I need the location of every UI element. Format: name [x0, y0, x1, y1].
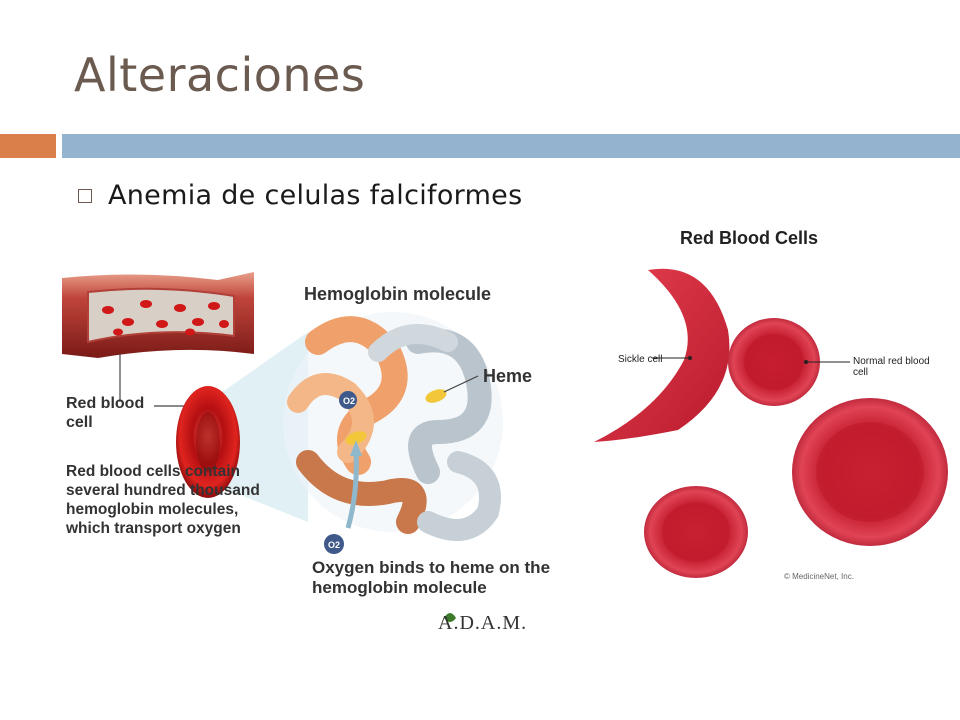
red-blood-cell-label: Red blood cell [66, 395, 145, 431]
accent-bar-orange [0, 134, 56, 158]
oxygen-molecule-icon [324, 534, 344, 554]
slide-title: Alteraciones [74, 48, 366, 102]
hemoglobin-illustration: O2 O2 [62, 272, 503, 622]
svg-text:O2: O2 [328, 540, 340, 550]
red-blood-cells-illustration [594, 268, 948, 578]
accent-bar-blue [62, 134, 960, 158]
oxygen-binding-label: Oxygen binds to heme on the hemoglobin m… [312, 558, 551, 597]
hemoglobin-figure: O2 O2 Hemoglobin molecule Heme Red blood… [58, 262, 550, 642]
normal-cell-label: Normal red blood cell [853, 356, 930, 378]
rbc-description: Red blood cells contain several hundred … [66, 463, 260, 537]
adam-logo-text: A.D.A.M. [438, 612, 528, 634]
sickle-cell [594, 268, 730, 442]
sickle-cell-label: Sickle cell [618, 354, 663, 365]
oxygen-molecule-icon [339, 391, 357, 409]
red-blood-cells-figure: Red Blood Cells Sickle cell Normal red b… [588, 220, 960, 600]
hemoglobin-molecule [283, 312, 503, 541]
adam-logo-icon [444, 613, 456, 622]
hemoglobin-label: Hemoglobin molecule [304, 284, 492, 304]
bullet-text: Anemia de celulas falciformes [108, 180, 523, 211]
red-blood-cells-title: Red Blood Cells [680, 228, 819, 248]
heme-label: Heme [483, 366, 533, 386]
bullet-item: Anemia de celulas falciformes [78, 180, 522, 211]
copyright-text: © MedicineNet, Inc. [784, 572, 854, 581]
svg-text:O2: O2 [343, 396, 355, 406]
bullet-square-icon [78, 188, 92, 203]
